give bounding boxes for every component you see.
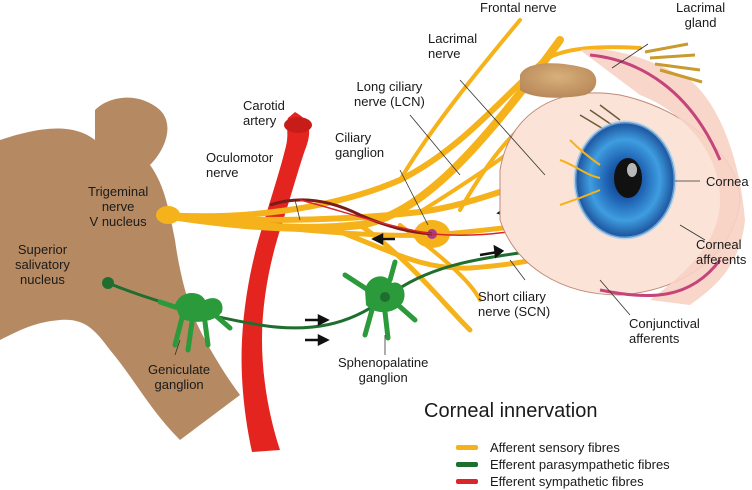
conjunctival-afferents-label: Conjunctival afferents xyxy=(629,316,700,346)
lacrimal-gland-shape xyxy=(520,63,597,98)
legend-label: Afferent sensory fibres xyxy=(490,439,620,455)
diagram-title: Corneal innervation xyxy=(424,400,598,422)
legend-label: Efferent parasympathetic fibres xyxy=(490,456,670,472)
superior-salivatory-nucleus-label: Superior salivatory nucleus xyxy=(15,242,70,287)
eye-shape xyxy=(499,42,745,306)
legend-swatch xyxy=(456,461,478,467)
oculomotor-nerve-label: Oculomotor nerve xyxy=(206,150,274,180)
legend-label: Efferent sympathetic fibres xyxy=(490,473,644,489)
legend-swatch xyxy=(456,478,478,484)
legend-swatch xyxy=(456,444,478,450)
brainstem-shape xyxy=(0,97,240,440)
sphenopalatine-ganglion-label: Sphenopalatine ganglion xyxy=(338,355,429,385)
geniculate-ganglion-shape xyxy=(175,293,223,322)
trigeminal-nucleus-label: Trigeminal nerve V nucleus xyxy=(88,184,149,229)
legend-item-parasympathetic: Efferent parasympathetic fibres xyxy=(456,456,670,472)
legend-item-sensory: Afferent sensory fibres xyxy=(456,439,620,455)
lacrimal-nerve-label: Lacrimal nerve xyxy=(428,31,478,61)
salivatory-nucleus-dot xyxy=(102,277,114,289)
geniculate-ganglion-label: Geniculate ganglion xyxy=(148,362,211,392)
legend-item-sympathetic: Efferent sympathetic fibres xyxy=(456,473,644,489)
ciliary-ganglion-label: Ciliary ganglion xyxy=(335,130,385,160)
long-ciliary-nerve-label: Long ciliary nerve (LCN) xyxy=(354,79,425,109)
lacrimal-gland-label: Lacrimal gland xyxy=(676,0,726,30)
cornea-label: Cornea xyxy=(706,174,749,189)
short-ciliary-nerve-label: Short ciliary nerve (SCN) xyxy=(478,289,551,319)
frontal-nerve-label: Frontal nerve xyxy=(480,0,557,15)
carotid-artery-shape xyxy=(241,112,310,452)
carotid-artery-label: Carotid artery xyxy=(243,98,285,128)
corneal-afferents-label: Corneal afferents xyxy=(696,237,747,267)
